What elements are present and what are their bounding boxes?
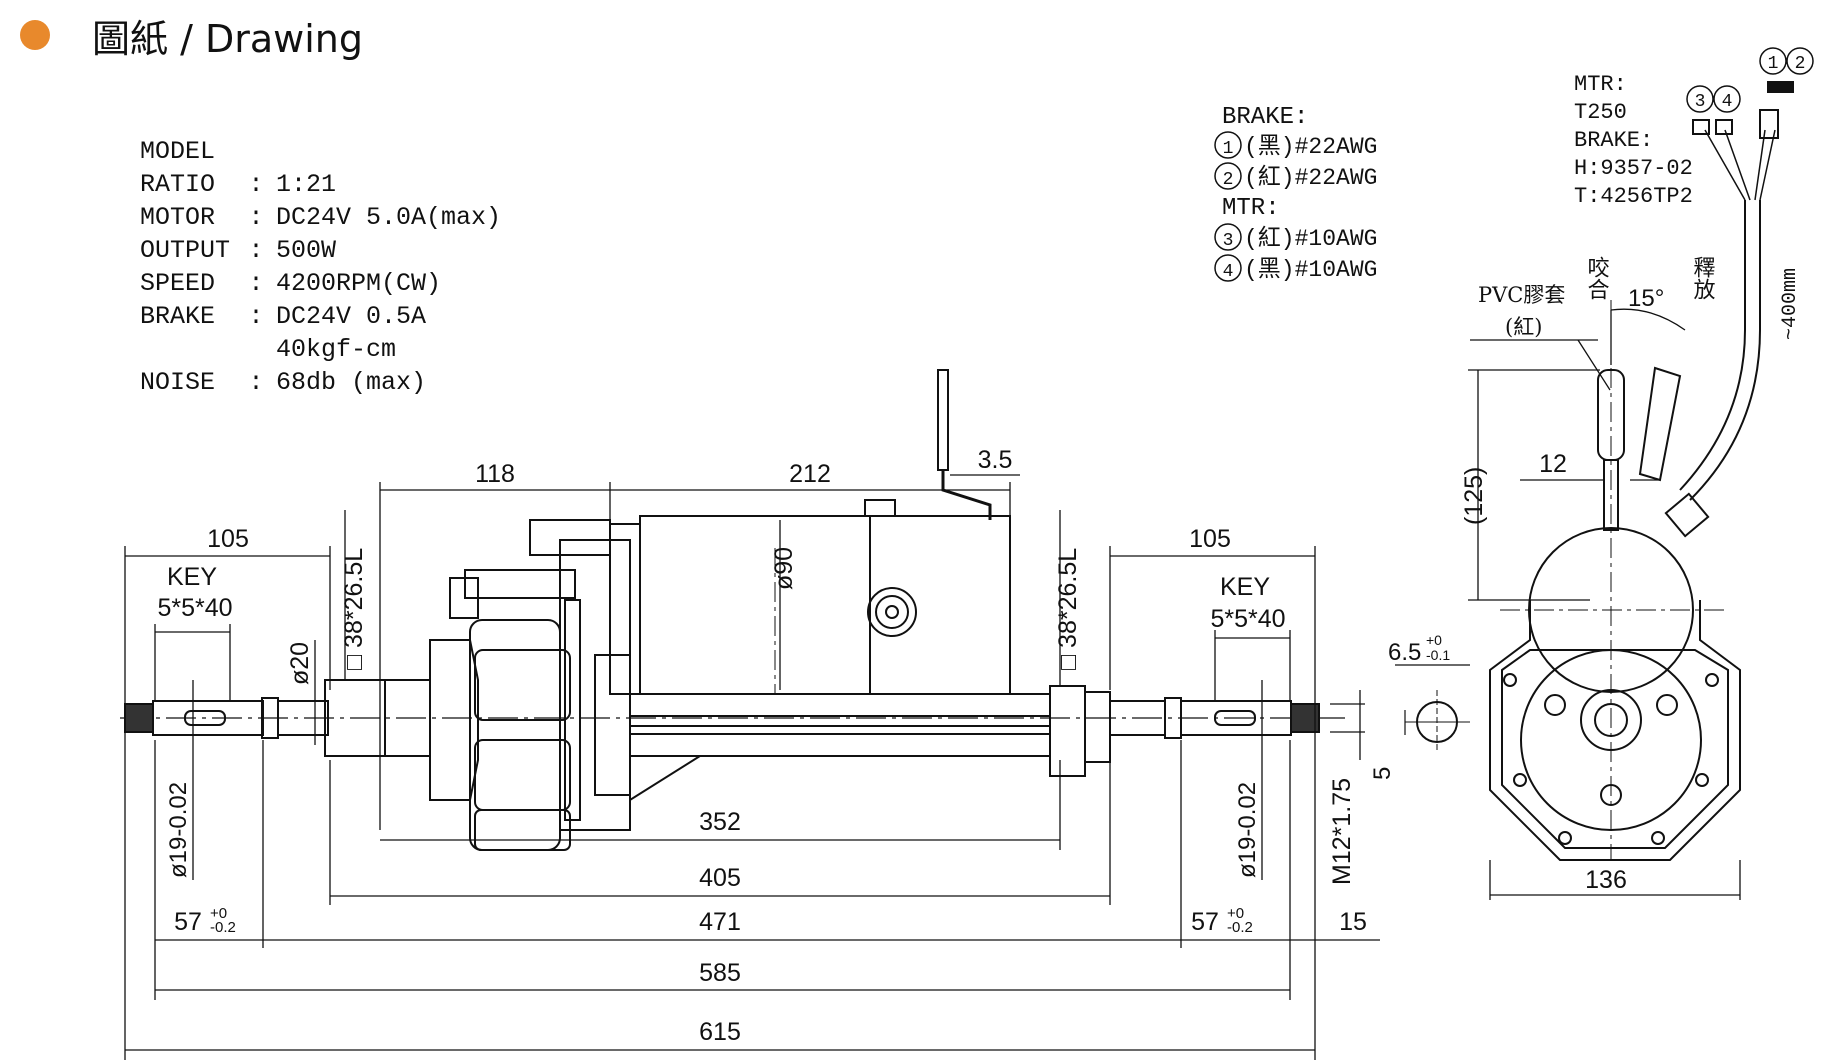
wire-3-label: (紅)#10AWG (1244, 225, 1377, 252)
key-left-label: KEY (167, 563, 217, 591)
shaft-section-view (1395, 664, 1470, 750)
conn-number-2: 2 (1795, 54, 1806, 74)
conn-number-1: 1 (1768, 54, 1779, 74)
conn-number-3: 3 (1695, 92, 1706, 112)
dim-125: (125) (1460, 467, 1488, 525)
dim-471: 471 (699, 908, 741, 936)
tol-minus-left: -0.2 (210, 919, 236, 936)
dim-square-left: □ 38*26.5L (340, 548, 368, 670)
spec-colon: : (248, 236, 264, 265)
spec-row: MODEL (140, 135, 501, 168)
connector-brake-label: BRAKE: (1574, 128, 1653, 153)
connector-mtr-label: MTR: (1574, 72, 1627, 97)
side-view (120, 369, 1380, 1060)
spec-key: NOISE (140, 368, 216, 397)
bullet-dot-icon (20, 20, 50, 50)
dim-615: 615 (699, 1018, 741, 1046)
wire-4-label: (黑)#10AWG (1244, 257, 1377, 283)
spec-key: MOTOR (140, 203, 216, 232)
spec-value: DC24V 5.0A(max) (276, 203, 502, 232)
dim-105-left: 105 (207, 525, 249, 553)
spec-colon: : (248, 203, 264, 232)
section-title: 圖紙 / Drawing (92, 16, 363, 61)
tol-plus-right: +0 (1227, 905, 1244, 922)
dim-15: 15 (1339, 908, 1367, 936)
lever-release-label: 釋放 (1690, 256, 1716, 300)
spec-row: RATIO:1:21 (140, 168, 501, 201)
spec-colon: : (248, 170, 264, 199)
dim-12: 12 (1539, 450, 1567, 478)
spec-key: SPEED (140, 269, 216, 298)
spec-value: 40kgf-cm (276, 335, 397, 364)
dim-m12: M12*1.75 (1328, 778, 1356, 885)
connector-brake-h: H:9357-02 (1574, 156, 1693, 181)
dim-57-left: 57 (174, 908, 202, 936)
dim-dia-90: ø90 (770, 547, 798, 590)
spec-row: SPEED:4200RPM(CW) (140, 267, 501, 300)
spec-value: DC24V 0.5A (276, 302, 427, 331)
dim-dia-19-right: ø19-0.02 (1234, 782, 1261, 878)
dim-352: 352 (699, 808, 741, 836)
wiring-brake-title: BRAKE: (1222, 104, 1308, 131)
connector-mtr-value: T250 (1574, 100, 1627, 125)
spec-row: MOTOR: DC24V 5.0A(max) (140, 201, 501, 234)
dim-585: 585 (699, 959, 741, 987)
lever-engage-label: 咬合 (1584, 256, 1610, 300)
key-right-size: 5*5*40 (1210, 605, 1285, 633)
spec-value: 1:21 (276, 170, 337, 199)
wire-3-number: 3 (1223, 231, 1234, 251)
tol-plus-left: +0 (210, 905, 227, 922)
spec-colon: : (248, 269, 264, 298)
wire-2-number: 2 (1223, 170, 1234, 190)
wire-1-label: (黑)#22AWG (1244, 134, 1377, 160)
dim-3-5: 3.5 (978, 446, 1013, 474)
spec-colon: : (248, 368, 264, 397)
spec-row: NOISE:68db (max) (140, 366, 501, 399)
dim-dia-19-left: ø19-0.02 (165, 782, 192, 878)
key-right-label: KEY (1220, 573, 1270, 601)
conn-number-4: 4 (1722, 92, 1733, 112)
cable-length: ~400mm (1779, 268, 1802, 340)
spec-key: BRAKE (140, 302, 216, 331)
dim-136: 136 (1585, 866, 1627, 894)
spec-colon: : (248, 302, 264, 331)
spec-row: OUTPUT:500W (140, 234, 501, 267)
wiring-mtr-title: MTR: (1222, 195, 1280, 222)
connector-brake-t: T:4256TP2 (1574, 184, 1693, 209)
dim-square-right: □ 38*26.5L (1054, 548, 1082, 670)
end-view (1468, 81, 1794, 900)
tol-minus-right: -0.2 (1227, 919, 1253, 936)
wire-4-number: 4 (1223, 262, 1234, 282)
spec-value: 68db (max) (276, 368, 427, 397)
spec-row: BRAKE: DC24V 0.5A (140, 300, 501, 333)
spec-key: OUTPUT (140, 236, 231, 265)
dim-dia-20: ø20 (286, 642, 314, 685)
circled-number-icons (1214, 47, 1814, 282)
dim-212: 212 (789, 460, 831, 488)
dim-118: 118 (475, 460, 515, 488)
dim-57-right: 57 (1191, 908, 1219, 936)
dim-405: 405 (699, 864, 741, 892)
pvc-sleeve-label: PVC膠套 (1478, 283, 1565, 307)
section-header: 圖紙 / Drawing (20, 10, 363, 61)
spec-key: RATIO (140, 170, 216, 199)
spec-value: 500W (276, 236, 337, 265)
pvc-sleeve-color: (紅) (1505, 315, 1542, 339)
tol-minus-6-5: -0.1 (1426, 647, 1450, 663)
spec-key: MODEL (140, 137, 216, 166)
lever-angle: 15° (1628, 285, 1664, 312)
key-left-size: 5*5*40 (157, 594, 232, 622)
spec-row: 40kgf-cm (140, 333, 501, 366)
dim-105-right: 105 (1189, 525, 1231, 553)
tol-plus-6-5: +0 (1426, 632, 1442, 648)
wire-1-number: 1 (1223, 139, 1234, 159)
spec-value: 4200RPM(CW) (276, 269, 442, 298)
wire-2-label: (紅)#22AWG (1244, 164, 1377, 191)
dim-6-5: 6.5 (1388, 639, 1421, 666)
dim-5: 5 (1369, 767, 1396, 780)
